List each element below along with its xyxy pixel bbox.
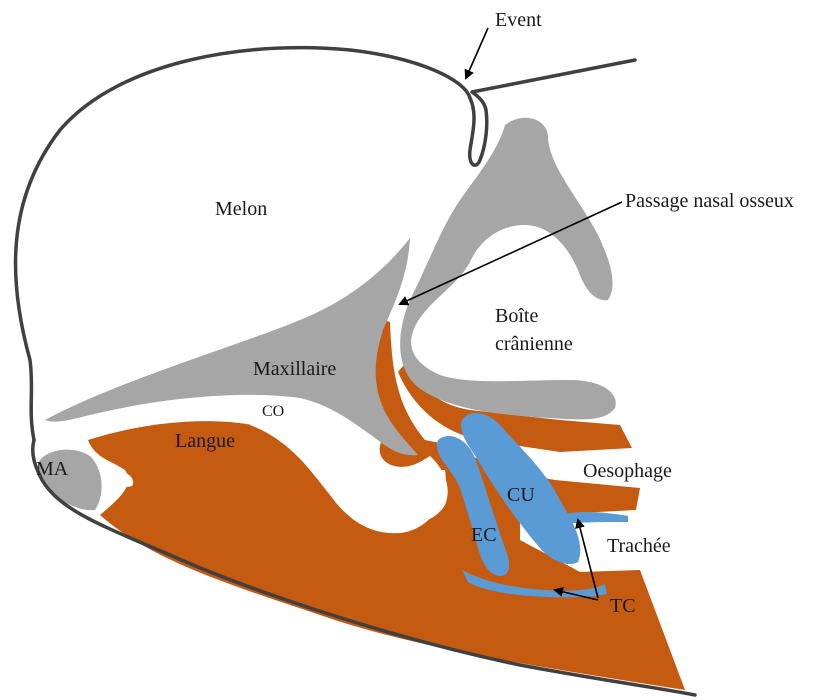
label-ma: MA: [36, 458, 69, 480]
label-maxillaire: Maxillaire: [253, 358, 336, 380]
event-arrow: [466, 28, 488, 78]
braincase-bone: [400, 118, 616, 420]
label-boite-line1: Boîte: [495, 305, 538, 327]
label-cu: CU: [507, 484, 535, 506]
label-tc: TC: [610, 595, 636, 617]
label-langue: Langue: [175, 430, 235, 452]
label-ec: EC: [471, 524, 497, 546]
label-trachee: Trachée: [607, 535, 671, 557]
label-boite-line2: crânienne: [495, 333, 573, 355]
label-event: Event: [495, 9, 542, 31]
label-co: CO: [262, 403, 284, 420]
label-melon: Melon: [215, 198, 267, 220]
label-oesophage: Oesophage: [583, 460, 672, 482]
trachea-cartilage-upper: [560, 512, 628, 524]
label-passage-nasal: Passage nasal osseux: [625, 190, 794, 212]
